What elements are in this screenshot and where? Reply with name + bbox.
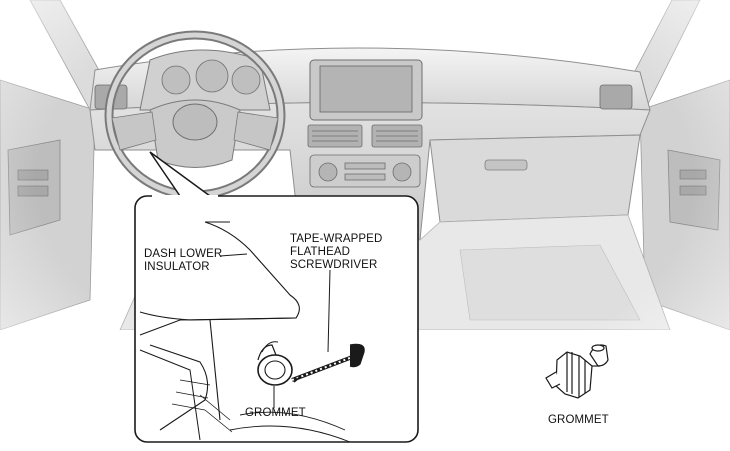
tape-wrapped-screwdriver bbox=[291, 343, 365, 383]
label-part-grommet: GROMMET bbox=[548, 414, 609, 426]
label-tape-wrapped-screwdriver: TAPE-WRAPPED FLATHEAD SCREWDRIVER bbox=[290, 233, 383, 271]
label-callout-grommet: GROMMET bbox=[245, 407, 306, 419]
label-leaders bbox=[219, 253, 331, 408]
label-dash-lower-insulator: DASH LOWER INSULATOR bbox=[144, 248, 223, 273]
callout-frame bbox=[134, 195, 419, 443]
callout-grommet bbox=[257, 341, 293, 386]
grommet-part-illustration bbox=[545, 344, 609, 399]
callout-detail bbox=[139, 221, 351, 443]
